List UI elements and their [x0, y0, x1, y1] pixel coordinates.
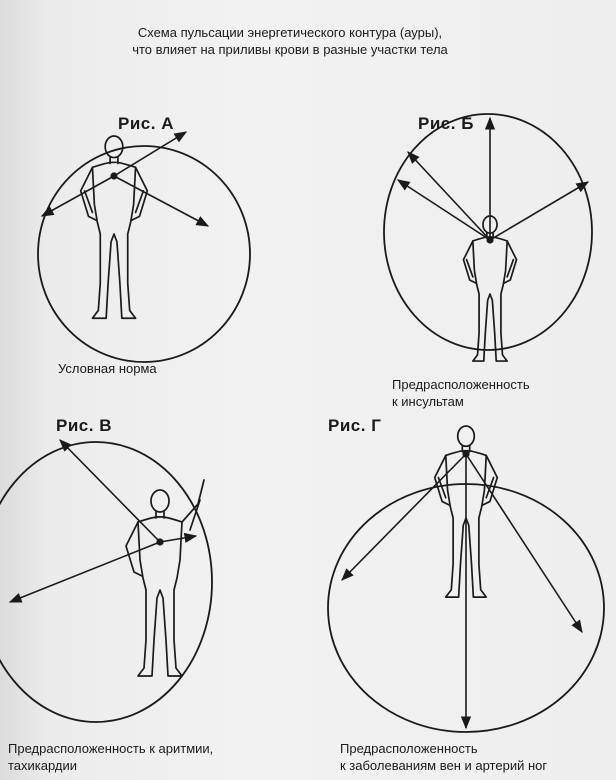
arrow-right [114, 176, 208, 226]
arrow-right [160, 536, 196, 542]
figure-g-caption: Предрасположенность к заболеваниям вен и… [340, 740, 547, 774]
arrow-up-left [408, 152, 490, 240]
human-figure [81, 136, 148, 318]
arms-on-hips [463, 241, 516, 283]
head [458, 426, 475, 446]
human-figure [126, 480, 204, 676]
arrow-left [42, 176, 114, 216]
title-line-1: Схема пульсации энергетического контура … [60, 24, 520, 41]
diagram-title: Схема пульсации энергетического контура … [60, 24, 520, 58]
figure-a-diagram [30, 136, 266, 372]
arrow-down-right [466, 454, 582, 632]
arrow-left [10, 542, 160, 602]
figure-b-caption: Предрасположенность к инсультам [392, 376, 530, 410]
arrow-left [398, 180, 490, 240]
figure-v-caption: Предрасположенность к аритмии, тахикарди… [8, 740, 213, 774]
body [473, 237, 507, 361]
figure-a-label: Рис. А [118, 114, 174, 134]
body [92, 162, 135, 318]
figure-g-diagram [320, 418, 616, 738]
figure-a-caption: Условная норма [58, 360, 157, 377]
head [151, 490, 169, 512]
figure-b-diagram [380, 132, 596, 372]
aura-ellipse [0, 442, 212, 722]
head [105, 136, 123, 158]
aura-ellipse [38, 146, 250, 362]
arrow-right [490, 182, 588, 240]
arrow-down-left [342, 454, 466, 580]
figure-v-diagram [0, 432, 230, 732]
title-line-2: что влияет на приливы крови в разные уча… [60, 41, 520, 58]
arrow-up-right [114, 132, 186, 176]
